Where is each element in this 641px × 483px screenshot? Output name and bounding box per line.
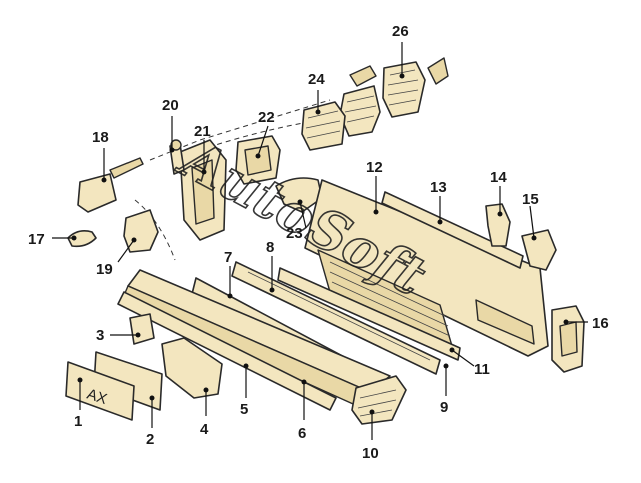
callout-17: 17 <box>28 231 45 248</box>
clip-part <box>67 230 97 248</box>
top-strip-part <box>381 191 524 269</box>
callout-15: 15 <box>522 191 539 208</box>
callout-18: 18 <box>92 129 109 146</box>
callout-16: 16 <box>592 315 609 332</box>
callout-8: 8 <box>266 239 274 256</box>
plate-text: AX <box>85 386 109 408</box>
callout-2: 2 <box>146 431 154 448</box>
callout-14: 14 <box>490 169 507 186</box>
callout-10: 10 <box>362 445 379 462</box>
reflector-part <box>129 313 155 345</box>
bumper-bracket-part <box>161 337 223 399</box>
callout-12: 12 <box>366 159 383 176</box>
callout-23: 23 <box>286 225 303 242</box>
callout-19: 19 <box>96 261 113 278</box>
license-plate-part: AX <box>65 361 135 421</box>
callout-22: 22 <box>258 109 275 126</box>
side-bracket-part <box>551 305 585 373</box>
bumper-corner-part <box>351 375 407 425</box>
callout-1: 1 <box>74 413 82 430</box>
callout-24: 24 <box>308 71 325 88</box>
callout-13: 13 <box>430 179 447 196</box>
callout-labels: 1 2 3 4 5 6 7 8 9 10 11 12 13 14 15 16 1… <box>28 23 609 462</box>
indicator-part <box>77 157 144 213</box>
callout-26: 26 <box>392 23 409 40</box>
callout-6: 6 <box>298 425 306 442</box>
air-duct-part <box>275 177 323 213</box>
callout-4: 4 <box>200 421 209 438</box>
callout-3: 3 <box>96 327 104 344</box>
latch-bracket-part <box>485 203 511 247</box>
lower-strip-part <box>117 291 337 411</box>
headlamp-rear-part <box>339 57 449 137</box>
callout-7: 7 <box>224 249 232 266</box>
crossmember-part <box>231 261 441 375</box>
front-panel-part <box>304 179 549 357</box>
small-bracket-part <box>123 209 159 253</box>
callout-11: 11 <box>474 361 490 378</box>
hood-lock-part <box>521 229 557 271</box>
headlamp-frame-part <box>235 135 281 185</box>
leader-lines <box>52 42 588 440</box>
callout-20: 20 <box>162 97 179 114</box>
headlamp-part <box>301 101 346 151</box>
long-strip-part <box>277 267 461 361</box>
callout-5: 5 <box>240 401 248 418</box>
callout-9: 9 <box>440 399 448 416</box>
callout-21: 21 <box>194 123 211 140</box>
lamp-bracket-part <box>179 139 227 241</box>
